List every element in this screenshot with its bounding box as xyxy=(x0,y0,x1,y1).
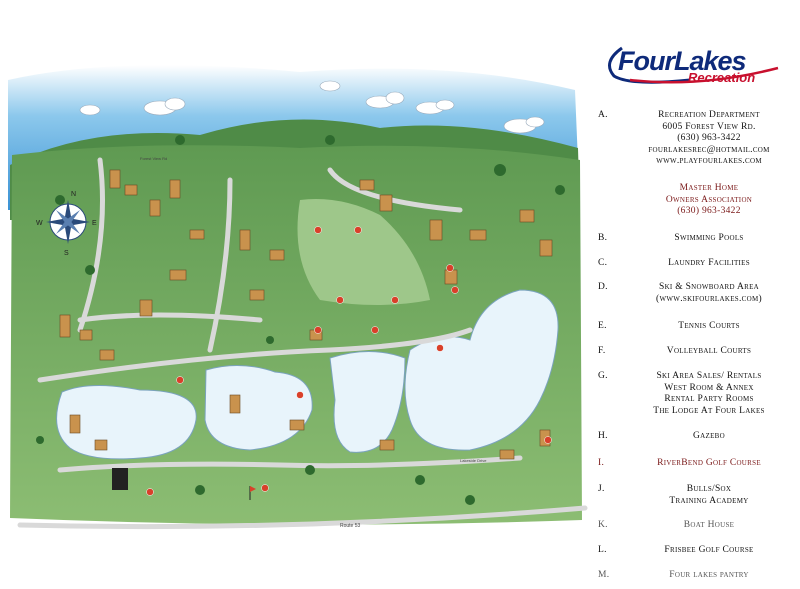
legend-entry: I. RiverBend Golf Course xyxy=(598,458,798,470)
legend-line: fourlakesrec@hotmail.com xyxy=(648,144,770,155)
legend-letter: L. xyxy=(598,545,607,555)
golf-flag-icon xyxy=(249,486,256,500)
legend-line: Bulls/Sox xyxy=(686,484,732,494)
buildings xyxy=(59,169,553,460)
road-label: Forest View Rd xyxy=(140,156,167,161)
legend-letter: H. xyxy=(598,431,608,441)
legend-body: Four lakes pantry xyxy=(620,570,798,582)
road-label: Lakeside Drive xyxy=(460,458,487,463)
legend-line: (630) 963-3422 xyxy=(677,133,741,143)
entrance-sign xyxy=(112,468,128,490)
legend-line: Laundry Facilities xyxy=(668,258,750,268)
legend-entry: F. Volleyball Courts xyxy=(598,346,798,358)
legend-letter: K. xyxy=(598,520,608,530)
legend-line: West Room & Annex xyxy=(664,382,754,393)
lake xyxy=(404,289,559,451)
legend-line: Volleyball Courts xyxy=(666,346,752,356)
logo-swoosh-icon xyxy=(608,46,779,84)
legend-entry: D. Ski & Snowboard Area(www.skifourlakes.… xyxy=(598,282,798,305)
legend-line: Owners Association xyxy=(665,194,753,205)
legend-entry: L. Frisbee Golf Course xyxy=(598,545,798,557)
legend-line: Ski & Snowboard Area xyxy=(658,282,760,292)
map-illustration: N S E W Route 53 Lakeside Drive Forest V… xyxy=(8,65,588,530)
road-label: Route 53 xyxy=(340,523,361,529)
compass-rose: N S E W xyxy=(36,191,97,257)
legend-line: Rental Party Rooms xyxy=(664,394,754,404)
legend-line: Boat House xyxy=(683,520,735,530)
legend-letter: E. xyxy=(598,321,607,331)
legend-letter: D. xyxy=(598,282,608,292)
legend-line: Tennis Courts xyxy=(678,321,740,331)
lake xyxy=(204,364,313,451)
legend-body: Volleyball Courts xyxy=(620,346,798,358)
map-marker xyxy=(146,226,552,496)
legend-entry: K. Boat House xyxy=(598,520,798,532)
logo-name: FourLakes xyxy=(618,46,747,76)
trees xyxy=(36,135,565,505)
legend-entry: B. Swimming Pools xyxy=(598,233,798,245)
legend-entry: C. Laundry Facilities xyxy=(598,258,798,270)
legend-body: Ski & Snowboard Area(www.skifourlakes.co… xyxy=(620,282,798,305)
legend-line: Frisbee Golf Course xyxy=(664,545,754,555)
roads xyxy=(17,157,588,530)
compass-s: S xyxy=(64,250,69,257)
legend-entry: M. Four lakes pantry xyxy=(598,570,798,582)
logo-sub: Recreation xyxy=(688,70,756,85)
legend-body: Boat House xyxy=(620,520,798,532)
legend-letter: A. xyxy=(598,110,608,120)
cloud xyxy=(79,80,545,134)
legend-letter: F. xyxy=(598,346,606,356)
legend-body: Frisbee Golf Course xyxy=(620,545,798,557)
legend-line: The Lodge At Four Lakes xyxy=(653,405,765,416)
legend-letter: I. xyxy=(598,458,605,468)
compass-e: E xyxy=(92,220,97,227)
fourlakes-logo: FourLakes Recreation xyxy=(600,40,790,90)
legend-line: Swimming Pools xyxy=(674,233,744,243)
legend-letter: J. xyxy=(598,484,605,494)
legend-letter: G. xyxy=(598,371,608,381)
lake xyxy=(56,384,197,460)
ski-slope xyxy=(297,199,430,305)
legend-body: Swimming Pools xyxy=(620,233,798,245)
legend-line: RiverBend Golf Course xyxy=(657,458,761,468)
legend-line: (630) 963-3422 xyxy=(677,206,741,216)
legend-line: www.playfourlakes.com xyxy=(656,156,762,166)
legend-body: Tennis Courts xyxy=(620,321,798,333)
legend-body: RiverBend Golf Course xyxy=(620,458,798,470)
legend-line: Four lakes pantry xyxy=(669,570,749,580)
legend-line: Ski Area Sales/ Rentals xyxy=(656,371,762,381)
legend-letter: M. xyxy=(598,570,610,580)
legend-line: (www.skifourlakes.com) xyxy=(656,293,762,304)
legend-line: Master Home xyxy=(679,183,739,193)
legend-line: 6005 Forest View Rd. xyxy=(662,121,756,132)
legend-letter: B. xyxy=(598,233,608,243)
compass-n: N xyxy=(71,191,76,198)
legend-line: Recreation Department xyxy=(658,110,760,120)
legend-letter: C. xyxy=(598,258,608,268)
legend-line: Gazebo xyxy=(693,431,725,441)
resort-map: N S E W Route 53 Lakeside Drive Forest V… xyxy=(8,65,588,530)
lake xyxy=(329,351,406,453)
legend-line: Training Academy xyxy=(669,495,749,506)
legend-body: Gazebo xyxy=(620,431,798,443)
legend-entry: H. Gazebo xyxy=(598,431,798,443)
legend-body: Laundry Facilities xyxy=(620,258,798,270)
legend-panel: FourLakes Recreation A. Recreation Depart… xyxy=(590,0,800,589)
compass-w: W xyxy=(36,220,43,227)
legend-entry: E. Tennis Courts xyxy=(598,321,798,333)
